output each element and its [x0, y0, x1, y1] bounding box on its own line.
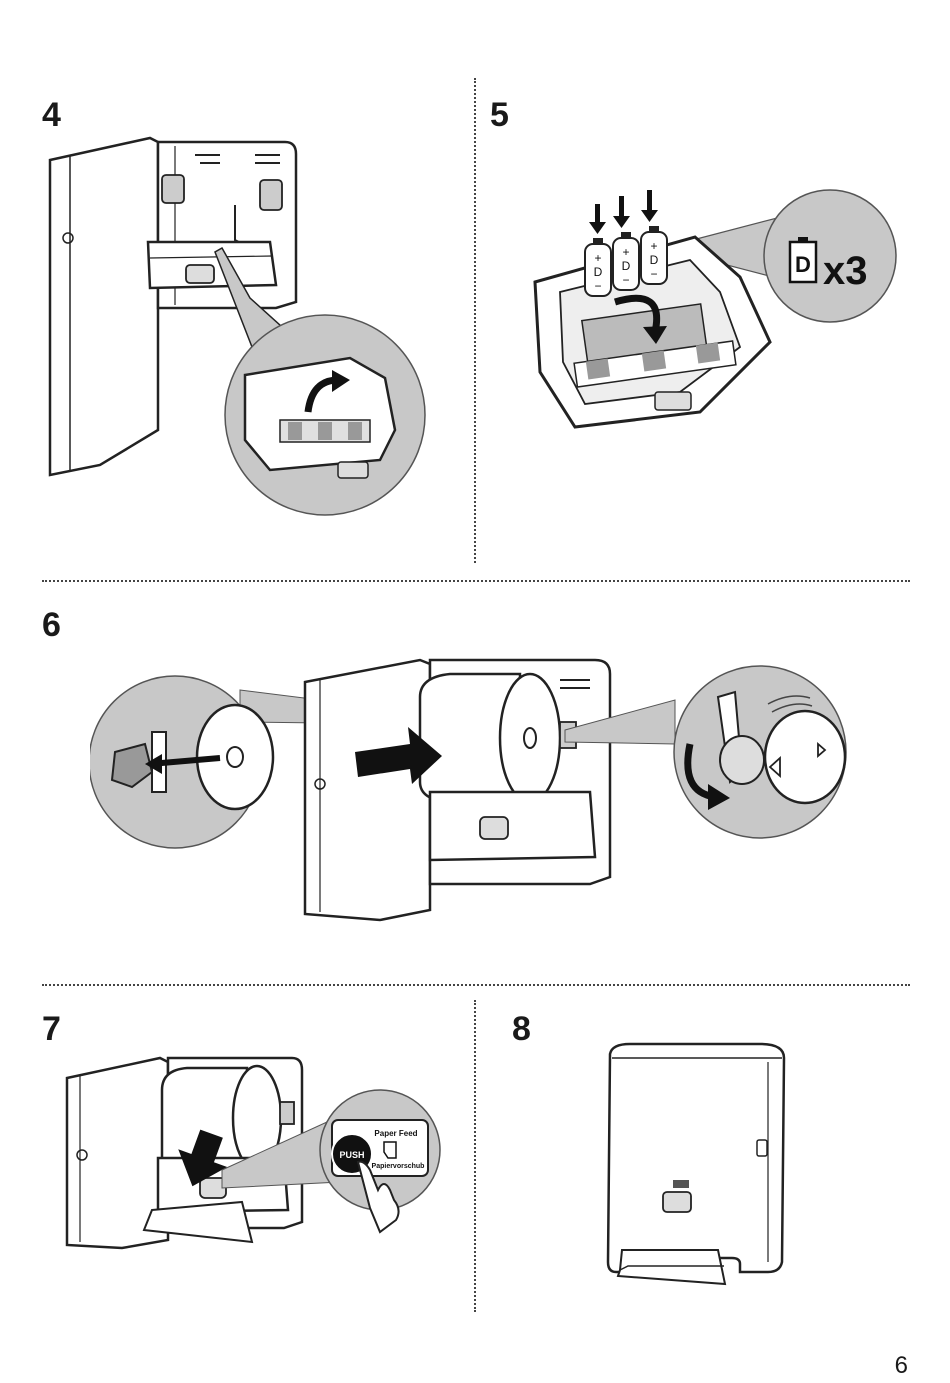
svg-text:+: + — [622, 245, 629, 259]
step-number-5: 5 — [490, 98, 509, 132]
svg-text:+: + — [594, 251, 601, 265]
battery-2: + D − — [613, 232, 639, 290]
page-number: 6 — [895, 1352, 908, 1380]
divider-vertical-top — [474, 78, 476, 563]
step-number-7: 7 — [42, 1012, 61, 1046]
step-6-illustration — [90, 652, 860, 924]
push-button-label: PUSH — [339, 1150, 364, 1160]
step-7-illustration: PUSH Paper Feed Papiervorschub — [62, 1050, 447, 1250]
step-number-8: 8 — [512, 1012, 531, 1046]
paper-feed-label-en: Paper Feed — [374, 1129, 417, 1138]
svg-text:D: D — [622, 259, 631, 273]
svg-text:D: D — [594, 265, 603, 279]
divider-vertical-bottom — [474, 1000, 476, 1312]
insert-arrows-icon — [589, 190, 658, 234]
battery-1: + D − — [585, 238, 611, 296]
step-8-illustration — [600, 1040, 800, 1300]
svg-text:+: + — [650, 239, 657, 253]
svg-text:−: − — [650, 267, 657, 281]
step-number-4: 4 — [42, 98, 61, 132]
divider-horizontal-lower — [42, 984, 910, 986]
step-5-illustration: D x3 + D − + D − + D − — [515, 182, 900, 442]
battery-type-label: D — [795, 252, 811, 277]
svg-text:−: − — [622, 273, 629, 287]
battery-count-label: x3 — [823, 249, 868, 293]
svg-text:−: − — [594, 279, 601, 293]
paper-feed-label-de: Papiervorschub — [372, 1163, 425, 1170]
step-number-6: 6 — [42, 608, 61, 642]
divider-horizontal-middle — [42, 580, 910, 582]
svg-text:D: D — [650, 253, 659, 267]
battery-3: + D − — [641, 226, 667, 284]
step-4-illustration — [40, 130, 440, 530]
